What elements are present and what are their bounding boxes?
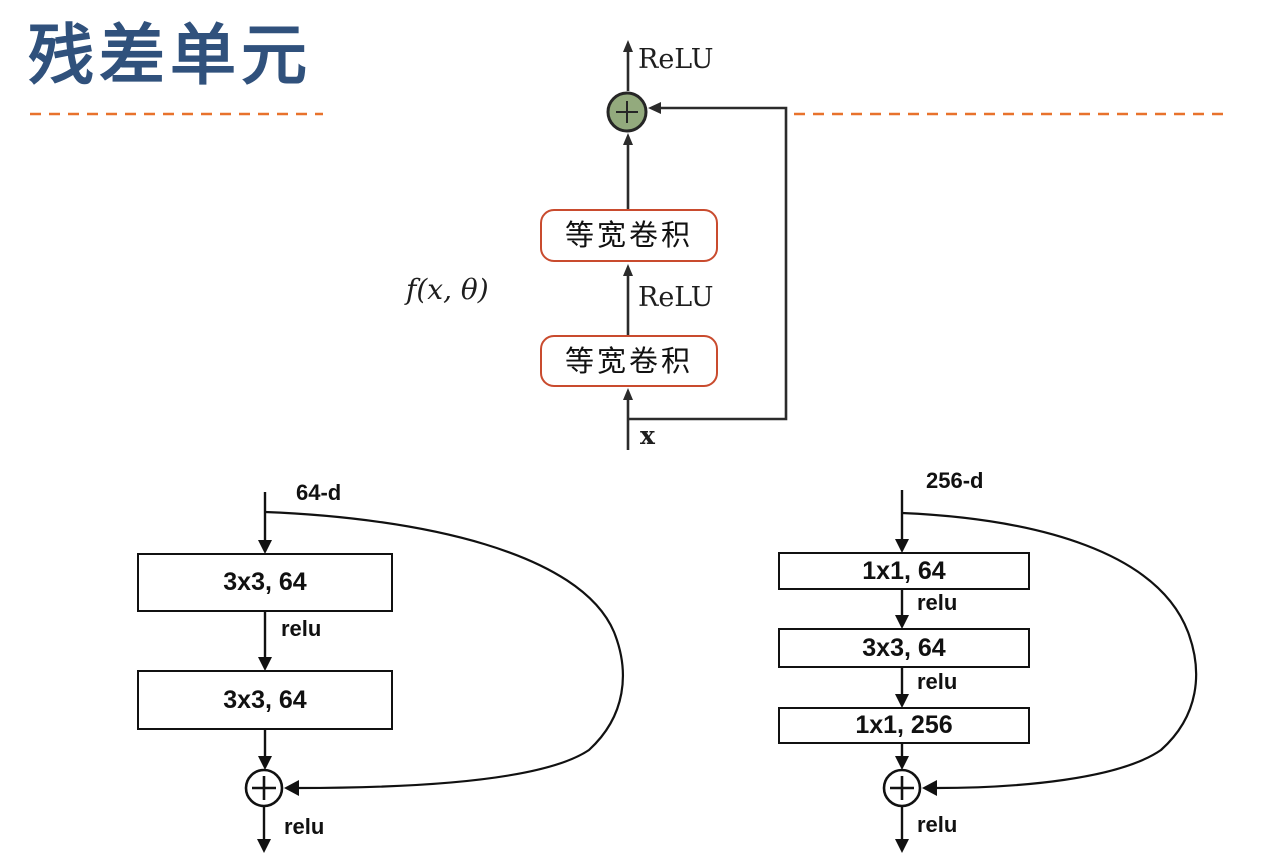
left-layer-box-2: 3x3, 64 <box>137 670 393 730</box>
relu-output-label: ReLU <box>638 44 714 75</box>
left-relu-mid-label: relu <box>281 616 322 641</box>
add-circle-top <box>606 91 648 133</box>
top-diagram-arrowheads <box>623 40 661 400</box>
right-input-dim-label: 256-d <box>926 468 984 493</box>
right-layer-box-3: 1x1, 256 <box>778 707 1030 744</box>
relu-inner-label: ReLU <box>638 282 714 313</box>
right-block-arrowheads <box>895 539 937 853</box>
page-title: 残差单元 <box>28 18 312 92</box>
plus-icon <box>616 101 638 123</box>
top-diagram-lines <box>626 52 788 450</box>
input-x-label: x <box>640 421 655 450</box>
plus-icon <box>252 776 276 800</box>
conv-box-upper: 等宽卷积 <box>540 209 718 262</box>
right-block-lines <box>900 490 1198 839</box>
add-circle-left <box>244 768 284 808</box>
right-relu-out-label: relu <box>917 812 958 837</box>
add-circle-right <box>882 768 922 808</box>
right-relu-1-label: relu <box>917 590 958 615</box>
residual-function-label: f(x, θ) <box>406 273 489 306</box>
left-block-arrowheads <box>257 540 299 853</box>
right-relu-2-label: relu <box>917 669 958 694</box>
left-input-dim-label: 64-d <box>296 480 342 505</box>
right-layer-box-2: 3x3, 64 <box>778 628 1030 668</box>
left-layer-box-1: 3x3, 64 <box>137 553 393 612</box>
plus-icon <box>890 776 914 800</box>
left-block-lines <box>262 492 624 839</box>
left-relu-out-label: relu <box>284 814 325 839</box>
conv-box-lower: 等宽卷积 <box>540 335 718 387</box>
right-layer-box-1: 1x1, 64 <box>778 552 1030 590</box>
